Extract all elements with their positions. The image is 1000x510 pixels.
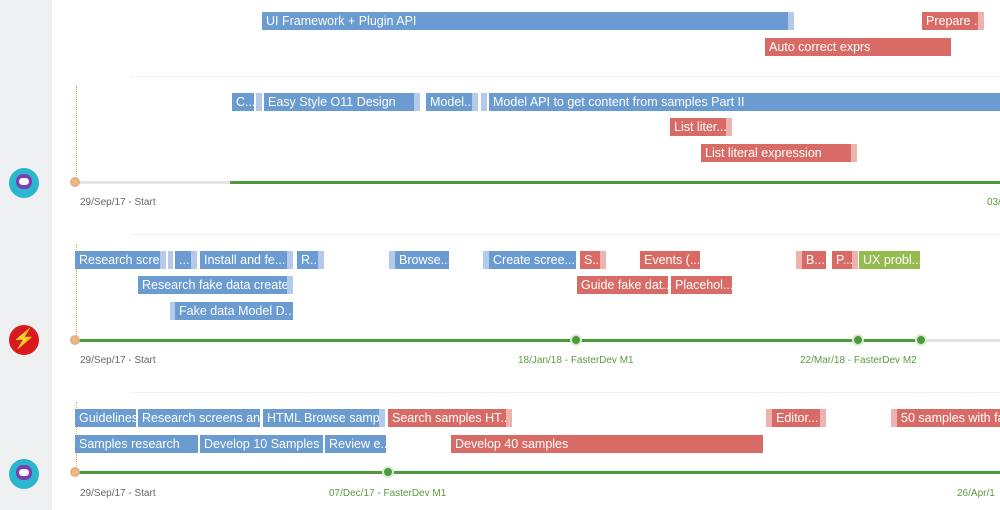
task-bar[interactable]: UX probl...: [859, 251, 920, 269]
task-bar[interactable]: S...: [580, 251, 606, 269]
end-label: 26/Apr/1: [957, 488, 995, 499]
timeline-progress: [230, 181, 1000, 184]
task-bar[interactable]: Guidelines: [75, 409, 136, 427]
task-bar[interactable]: Auto correct exprs: [765, 38, 951, 56]
task-bar[interactable]: Easy Style O11 Design: [264, 93, 420, 111]
start-marker-line: [76, 244, 77, 340]
task-bar[interactable]: Fake data Model D...: [170, 302, 293, 320]
task-bar[interactable]: Install and fe...: [200, 251, 293, 269]
robot-avatar[interactable]: [9, 459, 39, 489]
task-bar[interactable]: Events (...: [640, 251, 700, 269]
task-bar[interactable]: Model API to get content from samples Pa…: [489, 93, 1000, 111]
milestone-label: 22/Mar/18 - FasterDev M2: [800, 355, 917, 366]
task-bar[interactable]: Editor...: [766, 409, 826, 427]
milestone-marker[interactable]: [570, 334, 582, 346]
task-bar[interactable]: Guide fake dat...: [577, 276, 668, 294]
task-bar-remaining: [796, 251, 802, 269]
start-marker-line: [76, 86, 77, 182]
task-bar[interactable]: UI Framework + Plugin API: [262, 12, 794, 30]
task-bar-remaining: [170, 302, 175, 320]
task-bar-remaining: [891, 409, 897, 427]
task-bar[interactable]: Browse...: [389, 251, 449, 269]
task-bar[interactable]: Prepare ...: [922, 12, 984, 30]
task-bar[interactable]: Samples research: [75, 435, 198, 453]
task-bar[interactable]: Search samples HT...: [388, 409, 512, 427]
robot-avatar[interactable]: [9, 168, 39, 198]
timeline-progress: [72, 471, 1000, 474]
task-bar[interactable]: Develop 10 Samples: [200, 435, 323, 453]
task-bar[interactable]: Model...: [426, 93, 478, 111]
task-bar-remaining: [256, 93, 262, 111]
start-label: 29/Sep/17 - Start: [80, 488, 156, 499]
timeline-progress: [72, 339, 922, 342]
task-bar[interactable]: Develop 40 samples: [451, 435, 763, 453]
task-bar[interactable]: Review e...: [325, 435, 386, 453]
task-bar-remaining: [766, 409, 772, 427]
task-bar[interactable]: ...: [175, 251, 197, 269]
task-bar[interactable]: List liter...: [670, 118, 732, 136]
task-bar-remaining: [389, 251, 395, 269]
start-point[interactable]: [70, 467, 80, 477]
task-bar[interactable]: Research scre...: [75, 251, 166, 269]
row-separator: [130, 76, 1000, 77]
milestone-marker[interactable]: [382, 466, 394, 478]
task-bar[interactable]: Research fake data create...: [138, 276, 293, 294]
task-bar-remaining: [483, 251, 489, 269]
task-bar-remaining: [168, 251, 173, 269]
task-bar[interactable]: Placehol...: [671, 276, 732, 294]
task-bar[interactable]: Create scree...: [483, 251, 576, 269]
task-bar-remaining: [481, 93, 487, 111]
start-point[interactable]: [70, 335, 80, 345]
sidebar: ⚡: [0, 0, 52, 510]
start-point[interactable]: [70, 177, 80, 187]
task-bar[interactable]: C...: [232, 93, 254, 111]
task-bar[interactable]: HTML Browse samp...: [263, 409, 385, 427]
milestone-label: 18/Jan/18 - FasterDev M1: [518, 355, 634, 366]
start-label: 29/Sep/17 - Start: [80, 197, 156, 208]
start-label: 29/Sep/17 - Start: [80, 355, 156, 366]
flash-avatar[interactable]: ⚡: [9, 325, 39, 355]
milestone-marker[interactable]: [915, 334, 927, 346]
milestone-label: 07/Dec/17 - FasterDev M1: [329, 488, 447, 499]
task-bar[interactable]: P...: [832, 251, 858, 269]
end-label: 03/: [987, 197, 1000, 208]
row-separator: [130, 392, 1000, 393]
row-separator: [130, 234, 1000, 235]
task-bar[interactable]: B...: [796, 251, 826, 269]
milestone-marker[interactable]: [852, 334, 864, 346]
task-bar[interactable]: Research screens an...: [138, 409, 260, 427]
task-bar[interactable]: R...: [297, 251, 324, 269]
task-bar[interactable]: 50 samples with fa...: [891, 409, 1000, 427]
task-bar[interactable]: List literal expression: [701, 144, 857, 162]
